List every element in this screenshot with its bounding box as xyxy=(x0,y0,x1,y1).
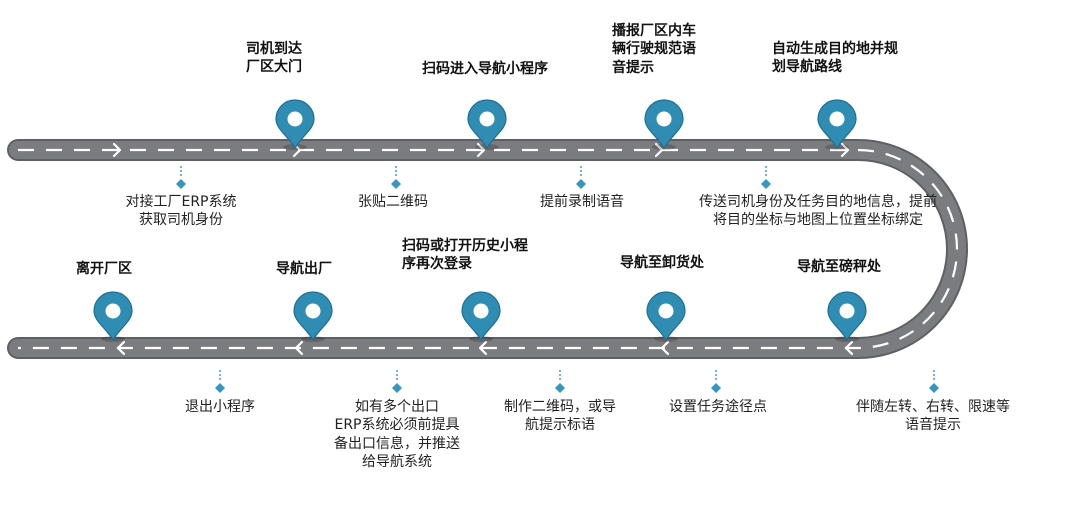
connector-diamond xyxy=(555,383,565,393)
step-note-send-identity-destination: 传送司机身份及任务目的地信息，提前 将目的坐标与地图上位置坐标绑定 xyxy=(699,194,937,229)
connector-diamond xyxy=(711,383,721,393)
direction-arrow-bottom-1 xyxy=(116,340,126,356)
connector-diamond-lower-3 xyxy=(555,370,565,393)
step-title-navigate-exit: 导航出厂 xyxy=(276,261,332,277)
location-pin-icon-lower-4 xyxy=(646,291,686,342)
connector-diamond-upper-4 xyxy=(761,166,771,189)
connector-diamond-lower-4 xyxy=(711,370,721,393)
connector-diamond xyxy=(761,179,771,189)
pin-hole xyxy=(829,111,845,127)
step-note-waypoint: 设置任务途径点 xyxy=(669,399,767,415)
step-title-auto-route: 自动生成目的地并规 划导航路线 xyxy=(772,41,898,76)
step-note-turn-voice: 伴随左转、右转、限速等 语音提示 xyxy=(856,399,1010,434)
step-title-broadcast-rules: 播报厂区内车 辆行驶规范语 音提示 xyxy=(612,23,696,76)
pin-hole xyxy=(479,111,495,127)
location-pin-icon-upper-3 xyxy=(644,99,684,150)
connector-diamond-lower-1 xyxy=(215,370,225,393)
pin-hole xyxy=(656,111,672,127)
connector-diamond xyxy=(176,179,186,189)
direction-arrow-bottom-3 xyxy=(478,340,488,356)
road-center-dashes xyxy=(18,148,959,350)
direction-arrow-bottom-4 xyxy=(660,340,670,356)
connector-diamond-upper-3 xyxy=(576,166,586,189)
pins xyxy=(93,99,939,393)
connector-diamond xyxy=(215,383,225,393)
pin-hole xyxy=(658,303,674,319)
step-title-rescan-login: 扫码或打开历史小程 序再次登录 xyxy=(402,238,528,273)
pin-hole xyxy=(105,303,121,319)
location-pin-icon-lower-2 xyxy=(293,291,333,342)
direction-arrow-top-1 xyxy=(112,142,122,158)
direction-arrow-top-4 xyxy=(654,142,664,158)
step-title-navigate-unload: 导航至卸货处 xyxy=(620,255,704,271)
location-pin-icon-upper-2 xyxy=(467,99,507,150)
step-note-erp-identity: 对接工厂ERP系统 获取司机身份 xyxy=(125,194,237,229)
step-note-exit-miniprogram: 退出小程序 xyxy=(185,399,255,415)
step-title-navigate-weighbridge: 导航至磅秤处 xyxy=(797,259,881,275)
location-pin-icon-lower-3 xyxy=(461,291,501,342)
step-note-multiple-exits: 如有多个出口 ERP系统必须前提具 备出口信息，并推送 给导航系统 xyxy=(334,399,460,471)
pin-hole xyxy=(839,303,855,319)
direction-arrow-top-5 xyxy=(840,142,850,158)
step-note-post-qrcode: 张贴二维码 xyxy=(358,194,428,210)
connector-diamond-lower-2 xyxy=(392,370,402,393)
step-title-scan-enter-miniprogram: 扫码进入导航小程序 xyxy=(422,61,548,77)
step-note-prerecord-voice: 提前录制语音 xyxy=(540,194,624,210)
location-pin-icon-upper-1 xyxy=(275,99,315,150)
pin-hole xyxy=(287,111,303,127)
connector-diamond xyxy=(929,383,939,393)
pin-hole xyxy=(473,303,489,319)
direction-arrow-top-3 xyxy=(476,142,486,158)
connector-diamond xyxy=(576,179,586,189)
location-pin-icon-lower-1 xyxy=(93,291,133,342)
direction-arrow-bottom-2 xyxy=(294,340,304,356)
step-title-driver-arrives: 司机到达 厂区大门 xyxy=(246,41,302,76)
road-markings xyxy=(18,142,1035,356)
location-pin-icon-lower-5 xyxy=(827,291,867,342)
connector-diamond xyxy=(391,179,401,189)
direction-arrow-bottom-5 xyxy=(844,340,854,356)
step-title-leave-plant: 离开厂区 xyxy=(76,261,132,277)
location-pin-icon-upper-4 xyxy=(817,99,857,150)
step-note-make-qrcode: 制作二维码，或导 航提示标语 xyxy=(504,399,616,434)
connector-diamond-upper-1 xyxy=(176,166,186,189)
connector-diamond xyxy=(392,383,402,393)
connector-diamond-upper-2 xyxy=(391,166,401,189)
direction-arrow-curve xyxy=(1014,310,1035,324)
connector-diamond-lower-5 xyxy=(929,370,939,393)
pin-hole xyxy=(305,303,321,319)
